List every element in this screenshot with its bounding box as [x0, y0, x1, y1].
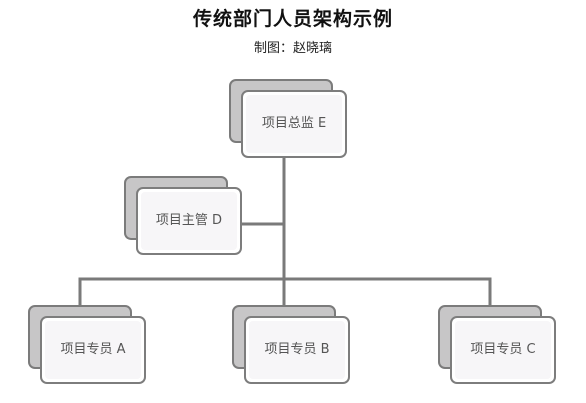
- diagram-title: 传统部门人员架构示例: [192, 8, 393, 30]
- node-label-specialist-c: 项目专员 C: [470, 342, 536, 357]
- node-label-specialist-a: 项目专员 A: [60, 342, 126, 357]
- node-label-manager: 项目主管 D: [155, 213, 223, 228]
- node-card: [136, 187, 242, 255]
- node-card: [241, 90, 347, 158]
- diagram-subtitle: 制图：赵晓璃: [253, 41, 332, 56]
- node-label-specialist-b: 项目专员 B: [264, 342, 330, 357]
- node-card: [40, 316, 146, 384]
- node-card: [244, 316, 350, 384]
- node-label-director: 项目总监 E: [261, 116, 327, 131]
- node-card: [450, 316, 556, 384]
